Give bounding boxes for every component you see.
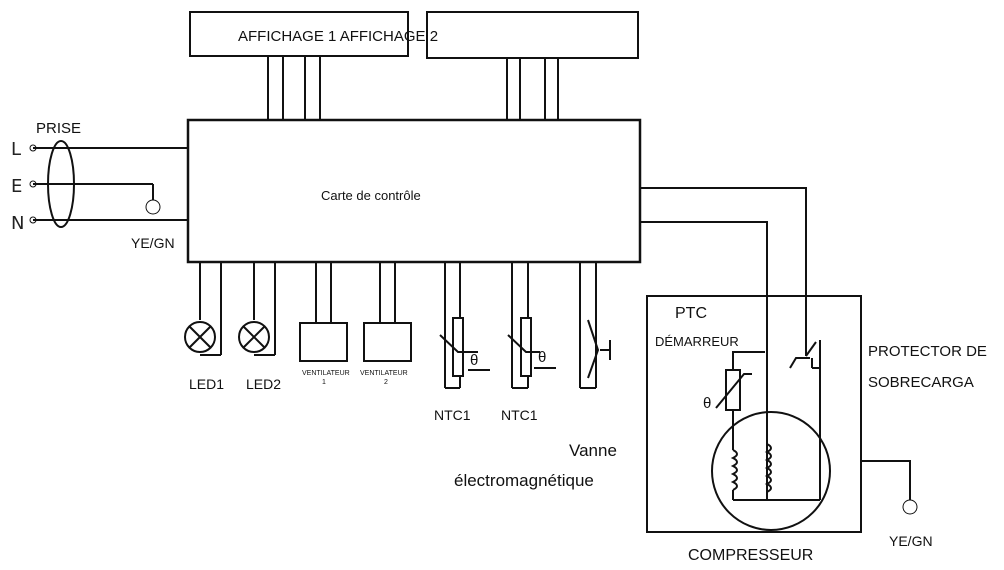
ptc-starter-icon: [715, 351, 765, 450]
fan2-number: 2: [384, 379, 388, 386]
valve-label-1: Vanne: [569, 441, 617, 460]
protector-label-2: SOBRECARGA: [868, 374, 974, 391]
compressor-feed-wires: [640, 187, 807, 500]
valve-label-2: électromagnétique: [454, 471, 594, 490]
led2-lamp-icon: [238, 262, 276, 356]
ground-left-label: YE/GN: [131, 235, 175, 251]
ntc1-b-theta: θ: [538, 349, 546, 366]
control-board-box: [186, 118, 642, 264]
led2-label: LED2: [246, 376, 281, 392]
mains-terminals: [29, 144, 37, 224]
fan2-icon: [363, 262, 412, 362]
ntc1-a-label: NTC1: [434, 407, 471, 423]
display-2-wires: [506, 58, 559, 120]
display-label: AFFICHAGE 1 AFFICHAGE 2: [238, 28, 438, 45]
led1-label: LED1: [189, 376, 224, 392]
ground-left-icon: [145, 199, 161, 215]
ntc1-b-thermistor-icon: [507, 262, 556, 389]
ptc-theta: θ: [703, 395, 711, 412]
starter-label: DÉMARREUR: [655, 334, 739, 349]
fan1-icon: [299, 262, 348, 362]
line-e-label: E: [11, 176, 22, 197]
fan1-label: VENTILATEUR: [302, 370, 350, 377]
plug-label: PRISE: [36, 120, 81, 137]
ntc1-a-thermistor-icon: [439, 262, 490, 389]
display-1-box: [189, 11, 409, 57]
compressor-motor-icon: [711, 411, 831, 531]
led1-lamp-icon: [184, 262, 222, 356]
solenoid-valve-icon: [579, 262, 611, 389]
overload-protector-icon: [789, 340, 821, 500]
compressor-label: COMPRESSEUR: [688, 547, 813, 564]
protector-label-1: PROTECTOR DE: [868, 343, 987, 360]
ntc1-b-label: NTC1: [501, 407, 538, 423]
line-l-label: L: [11, 139, 21, 160]
ground-right-wire: [861, 460, 911, 500]
ntc1-a-theta: θ: [470, 352, 478, 369]
ground-right-label: YE/GN: [889, 533, 933, 549]
ptc-label: PTC: [675, 305, 707, 322]
fan1-number: 1: [322, 379, 326, 386]
display-2-box: [426, 11, 639, 59]
ground-right-icon: [902, 499, 918, 515]
control-board-label: Carte de contrôle: [321, 188, 421, 203]
plug-cable-ellipse: [47, 140, 75, 228]
mains-wires: [33, 147, 188, 221]
display-1-wires: [267, 56, 321, 120]
fan2-label: VENTILATEUR: [360, 370, 408, 377]
line-n-label: N: [11, 213, 24, 234]
compressor-housing-box: [646, 295, 862, 533]
